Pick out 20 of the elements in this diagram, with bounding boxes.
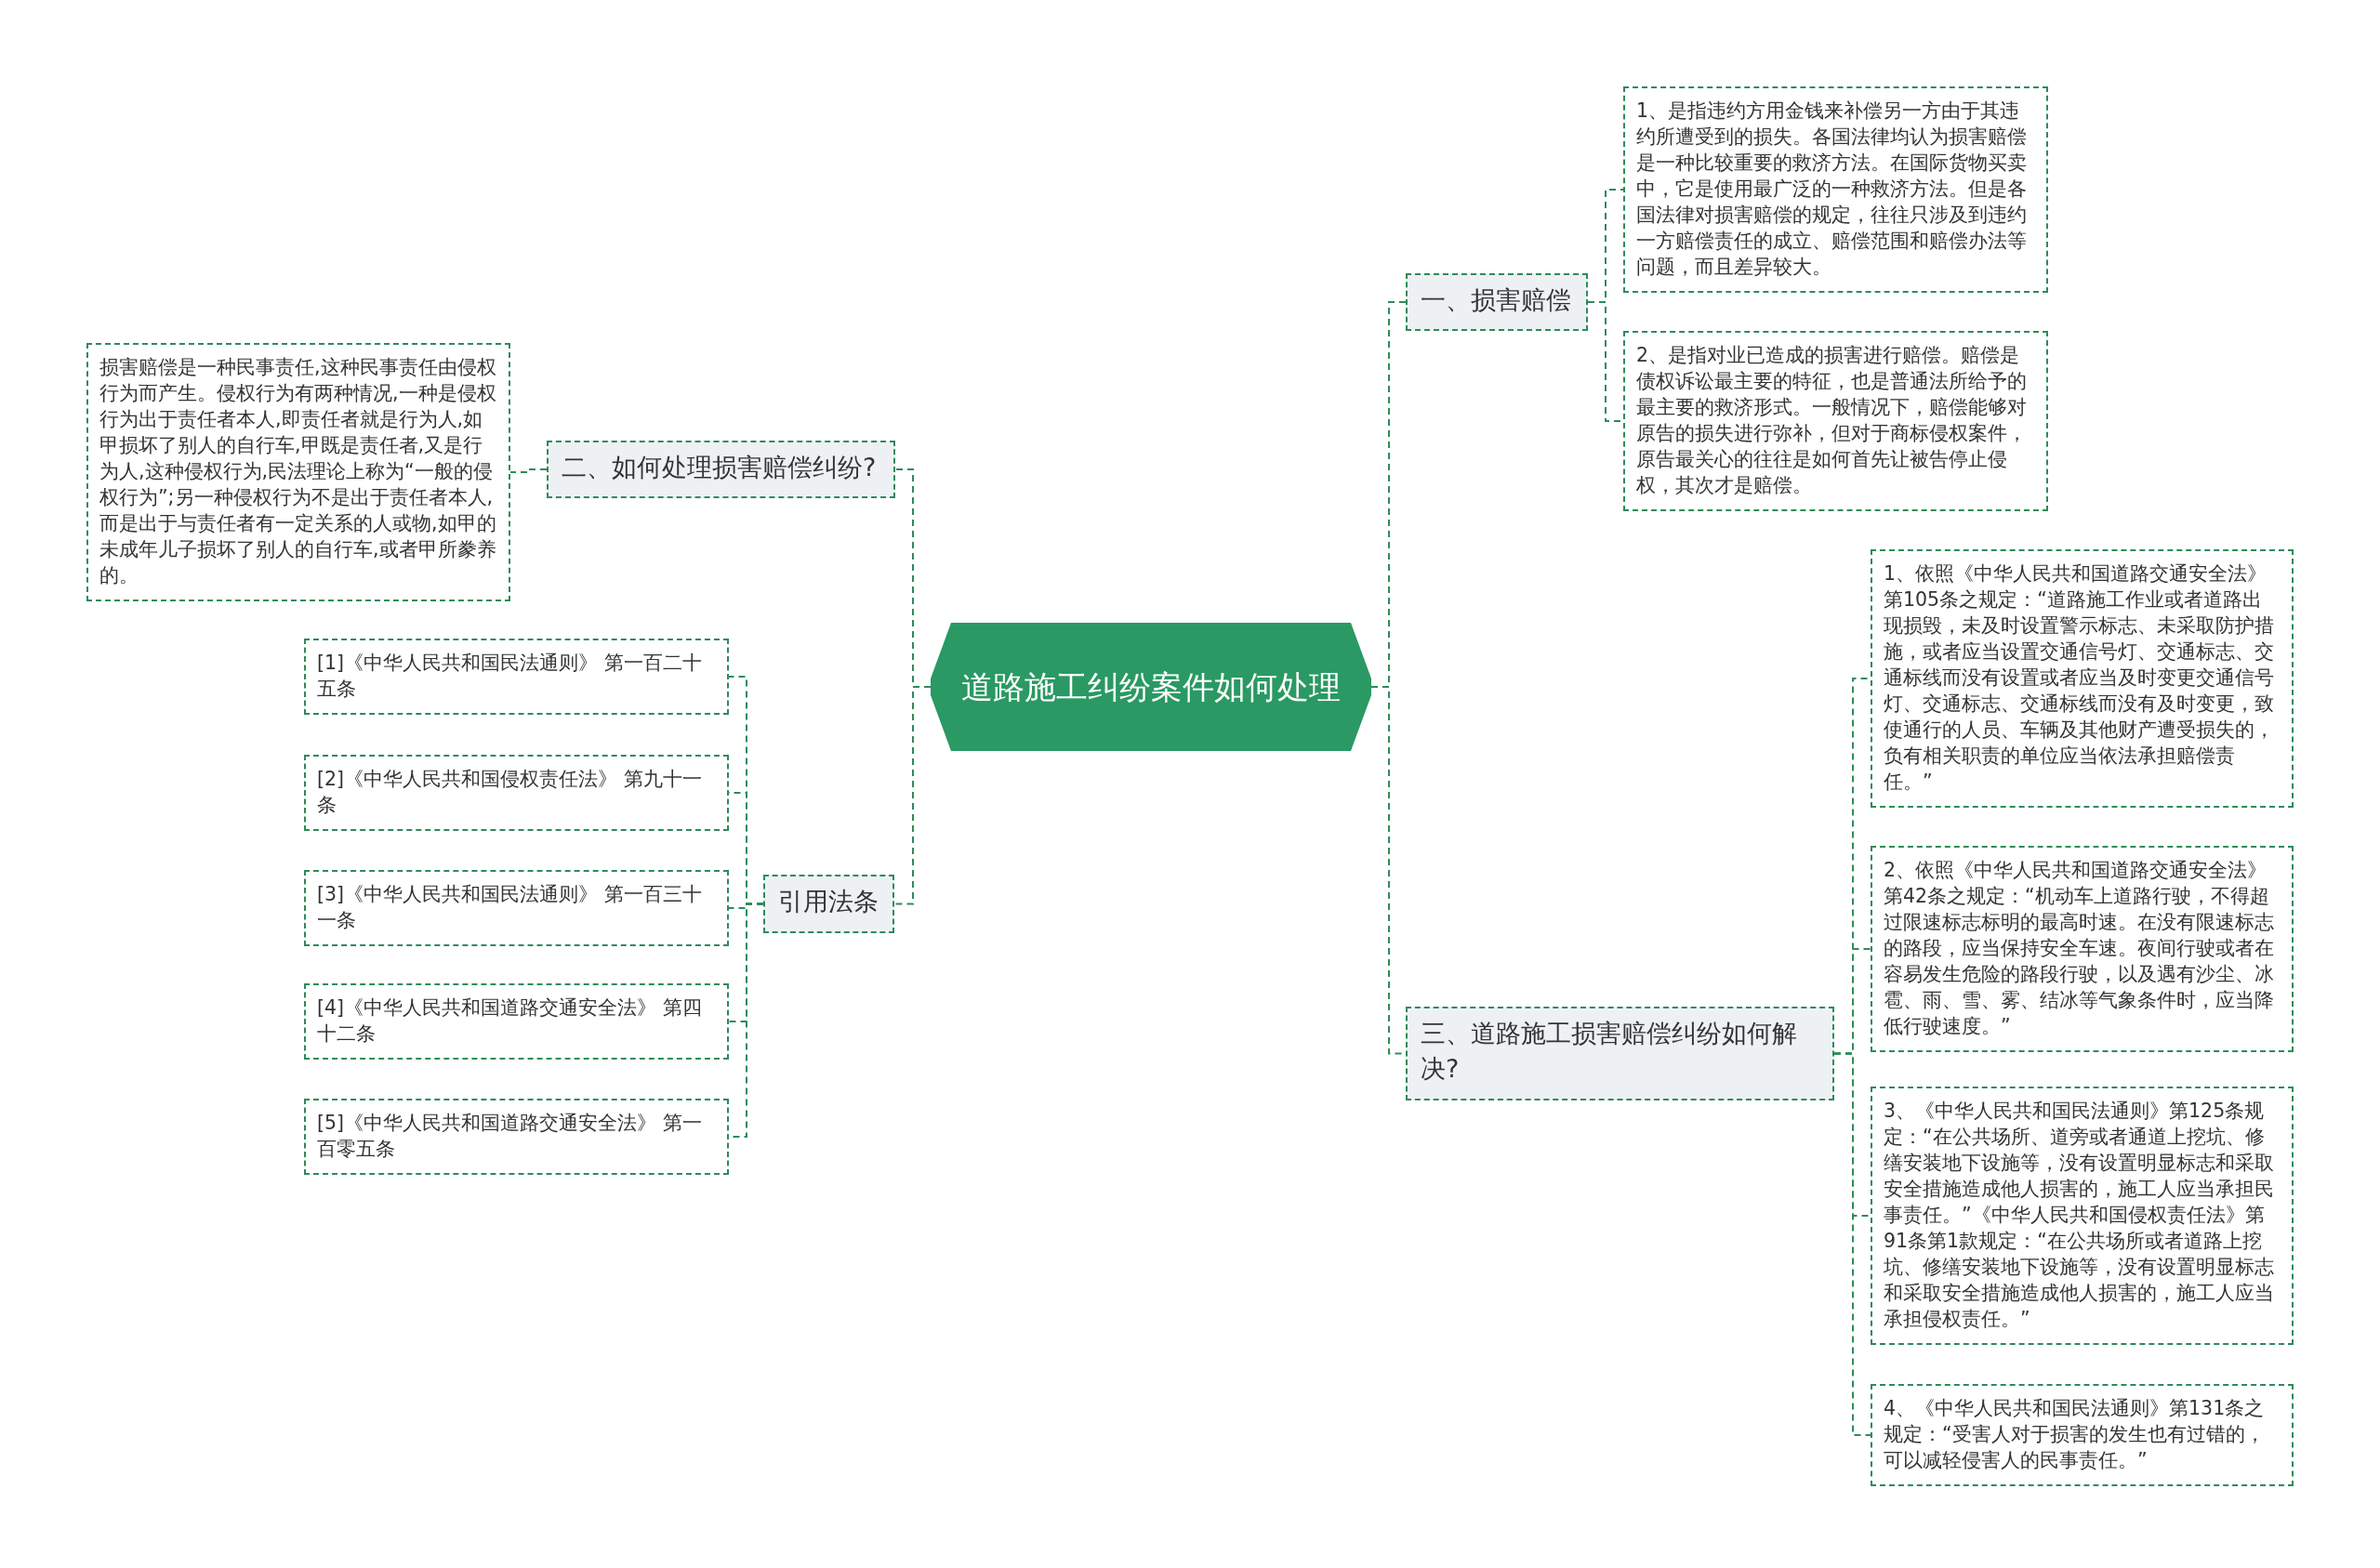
note-box: [1]《中华人民共和国民法通则》 第一百二十五条 <box>304 639 729 715</box>
connector-line <box>1833 1052 1871 1436</box>
note-box: [3]《中华人民共和国民法通则》 第一百三十一条 <box>304 870 729 946</box>
note-box: 2、是指对业已造成的损害进行赔偿。赔偿是债权诉讼最主要的特征，也是普通法所给予的最主要的救济形式。一般情况下，赔偿能够对原告的损失进行弥补，但对于商标侵权案件，原告最关心的往往是如何首先让被告停止侵权，其次才是赔偿。 <box>1623 331 2048 511</box>
note-box: 3、《中华人民共和国民法通则》第125条规定：“在公共场所、道旁或者通道上挖坑、修缮安装地下设施等，没有设置明显标志和采取安全措施造成他人损害的，施工人应当承担民事责任。”《中华人民共和国侵权责任法》第91条第1款规定：“在公共场所或者道路上挖坑、修缮安装地下设施等，没有设置明显标志和采取安全措施造成他人损害的，施工人应当承担侵权责任。” <box>1871 1087 2294 1345</box>
note-box: [4]《中华人民共和国道路交通安全法》 第四十二条 <box>304 983 729 1060</box>
note-box: [2]《中华人民共和国侵权责任法》 第九十一条 <box>304 755 729 831</box>
note-box: 1、是指违约方用金钱来补偿另一方由于其违约所遭受到的损失。各国法律均认为损害赔偿是一种比较重要的救济方法。在国际货物买卖中，它是使用最广泛的一种救济方法。但是各国法律对损害赔偿的规定，往往只涉及到违约一方赔偿责任的成立、赔偿范围和赔偿办法等问题，而且差异较大。 <box>1623 86 2048 293</box>
note-box: 4、《中华人民共和国民法通则》第131条之规定：“受害人对于损害的发生也有过错的，可以减轻侵害人的民事责任。” <box>1871 1384 2294 1486</box>
central-topic: 道路施工纠纷案件如何处理 <box>931 623 1371 751</box>
connector-line <box>509 468 548 473</box>
note-box: 2、依照《中华人民共和国道路交通安全法》第42条之规定：“机动车上道路行驶，不得超过限速标志标明的最高时速。在没有限速标志的路段，应当保持安全车速。夜间行驶或者在容易发生危险的路段行驶，以及遇有沙尘、冰雹、雨、雪、雾、结冰等气象条件时，应当降低行驶速度。” <box>1871 846 2294 1052</box>
note-box: [5]《中华人民共和国道路交通安全法》 第一百零五条 <box>304 1099 729 1175</box>
note-box: 1、依照《中华人民共和国道路交通安全法》第105条之规定：“道路施工作业或者道路出现损毁，未及时设置警示标志、未采取防护措施，或者应当设置交通信号灯、交通标志、交通标线而没有设置或者应当及时变更交通信号灯、交通标志、交通标线而没有及时变更，致使通行的人员、车辆及其他财产遭受损失的，负有相关职责的单位应当依法承担赔偿责任。” <box>1871 549 2294 808</box>
subtopic-box: 三、道路施工损害赔偿纠纷如何解决? <box>1406 1007 1834 1100</box>
subtopic-box: 一、损害赔偿 <box>1406 273 1588 331</box>
subtopic-box: 二、如何处理损害赔偿纠纷? <box>547 441 895 498</box>
connector-line <box>893 686 932 905</box>
subtopic-box: 引用法条 <box>763 875 894 933</box>
note-box: 损害赔偿是一种民事责任,这种民事责任由侵权行为而产生。侵权行为有两种情况,一种是侵权行为出于责任者本人,即责任者就是行为人,如甲损坏了别人的自行车,甲既是责任者,又是行为人,这种侵权行为,民法理论上称为“一般的侵权行为”;另一种侵权行为不是出于责任者本人,而是出于与责任者有一定关系的人或物,如甲的未成年儿子损坏了别人的自行车,或者甲所豢养的。 <box>86 343 510 601</box>
